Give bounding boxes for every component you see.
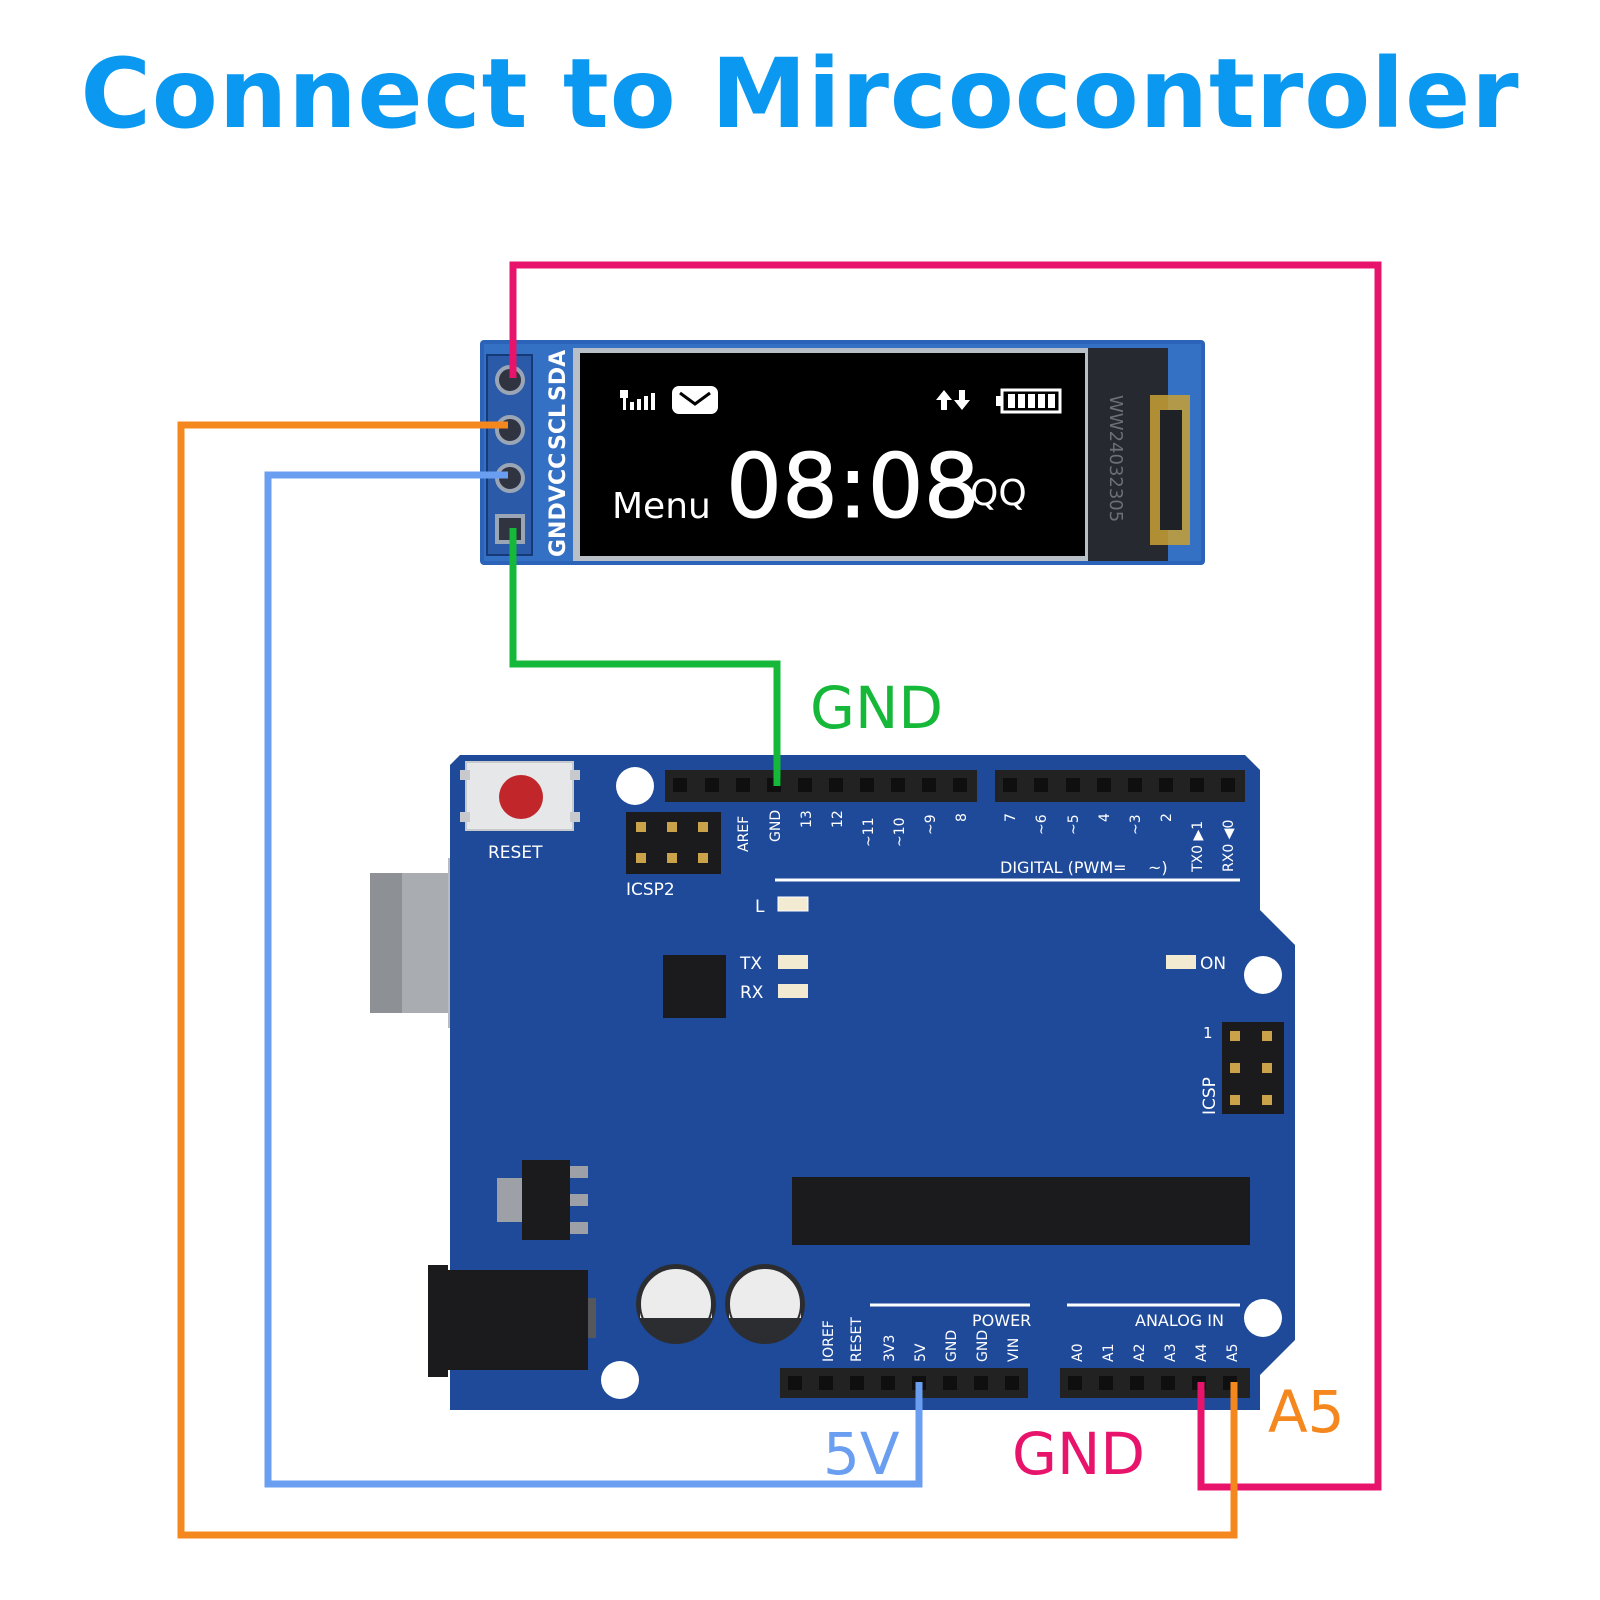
pin-label-a2: A2 <box>1132 1344 1148 1362</box>
bottom-header-pins <box>788 1376 1237 1390</box>
led-on <box>1166 955 1196 969</box>
oled-app-text: QQ <box>970 473 1027 514</box>
pin-label-a3: A3 <box>1163 1344 1179 1362</box>
oled-module: GND VCC SCL SDA WW24032305 <box>480 340 1205 565</box>
pin-label-5: ~5 <box>1066 814 1082 835</box>
oled-menu-text: Menu <box>612 486 711 527</box>
mount-hole <box>616 767 654 805</box>
oled-ribbon-text: WW24032305 <box>1105 395 1126 522</box>
capacitor <box>636 1264 716 1344</box>
pin-label-aref: AREF <box>736 816 752 852</box>
led-rx <box>778 984 808 998</box>
pin-label-gnd-2: GND <box>975 1330 991 1362</box>
oled-pin-label-scl: SCL <box>546 404 571 450</box>
pin-label-reset: RESET <box>849 1317 865 1362</box>
sda-wire <box>509 261 1382 1491</box>
dc-power-jack <box>428 1265 596 1377</box>
v5-label: 5V <box>823 1420 900 1488</box>
icsp-label: ICSP <box>1200 1077 1220 1115</box>
power-label: POWER <box>972 1311 1031 1330</box>
led-l <box>777 896 809 912</box>
pin-label-a4: A4 <box>1194 1343 1210 1362</box>
gnd-bottom-label: GND <box>1012 1420 1145 1488</box>
led-l-label: L <box>755 897 765 917</box>
a5-label: A5 <box>1268 1378 1345 1446</box>
icsp2-label: ICSP2 <box>626 880 675 900</box>
pin-label-vin: VIN <box>1006 1338 1022 1362</box>
transfer-arrows-icon <box>936 390 970 410</box>
oled-pin-label-sda: SDA <box>546 350 571 401</box>
oled-pin-label-gnd: GND <box>546 502 571 557</box>
reset-label: RESET <box>488 843 543 863</box>
pin-label-tx0: TX0 ▶1 <box>1190 821 1206 873</box>
icsp2-header <box>626 812 721 874</box>
analog-label: ANALOG IN <box>1135 1311 1224 1330</box>
pin-label-rx0: RX0 ◀0 <box>1221 820 1237 872</box>
oled-pin-label-vcc: VCC <box>546 453 571 502</box>
mount-hole <box>1244 1299 1282 1337</box>
pin-label-9: ~9 <box>923 814 939 835</box>
pin-label-gnd: GND <box>768 810 784 842</box>
pin-label-a1: A1 <box>1101 1344 1117 1362</box>
oled-clock-text: 08:08 <box>726 435 980 538</box>
pin-label-2: 2 <box>1159 813 1175 822</box>
pin-label-5v: 5V <box>913 1343 929 1362</box>
pin-label-a5: A5 <box>1225 1344 1241 1362</box>
pin-label-ioref: IOREF <box>821 1320 837 1362</box>
microcontroller-chip <box>792 1177 1250 1245</box>
gnd-top-label: GND <box>810 674 943 742</box>
power-header <box>780 1368 1028 1398</box>
icsp-pin1-label: 1 <box>1203 1024 1213 1042</box>
oled-pin-scl <box>495 415 525 445</box>
signal-icon <box>620 390 655 410</box>
pin-label-3: ~3 <box>1128 814 1144 835</box>
pin-label-4: 4 <box>1097 813 1113 822</box>
led-tx-label: TX <box>739 954 762 974</box>
voltage-regulator <box>497 1160 588 1240</box>
battery-icon <box>996 388 1062 414</box>
pin-label-7: 7 <box>1003 813 1019 822</box>
mount-hole <box>1244 956 1282 994</box>
led-on-label: ON <box>1200 954 1226 974</box>
analog-header <box>1060 1368 1250 1398</box>
diagram-title: Connect to Mircocontroler <box>80 38 1520 150</box>
led-tx <box>778 955 808 969</box>
mount-hole <box>601 1361 639 1399</box>
capacitor <box>725 1264 805 1344</box>
digital-label: DIGITAL (PWM= <box>1000 858 1127 877</box>
pin-label-8: 8 <box>954 813 970 822</box>
digital-header-pins <box>673 778 1235 792</box>
vcc-wire <box>264 471 923 1488</box>
scl-wire <box>177 421 1238 1539</box>
board-pcb <box>450 755 1295 1410</box>
digital-tilde-label: ~) <box>1148 858 1168 877</box>
reset-button <box>460 761 580 831</box>
pin-label-gnd-1: GND <box>944 1330 960 1362</box>
pin-label-3v3: 3V3 <box>882 1335 898 1362</box>
led-rx-label: RX <box>740 983 764 1003</box>
gnd-wire <box>509 528 781 786</box>
message-icon <box>672 386 718 414</box>
digital-header-right <box>995 770 1245 802</box>
pin-label-a0: A0 <box>1070 1344 1086 1362</box>
pin-label-6: ~6 <box>1034 814 1050 835</box>
usb-chip <box>663 955 726 1018</box>
pin-label-13: 13 <box>799 810 815 828</box>
arduino-board: RESET ICSP2 AREF GND <box>370 755 1295 1410</box>
oled-screen <box>580 353 1085 556</box>
pin-label-12: 12 <box>830 810 846 828</box>
pin-label-11: ~11 <box>861 817 877 847</box>
pin-label-10: ~10 <box>892 817 908 847</box>
